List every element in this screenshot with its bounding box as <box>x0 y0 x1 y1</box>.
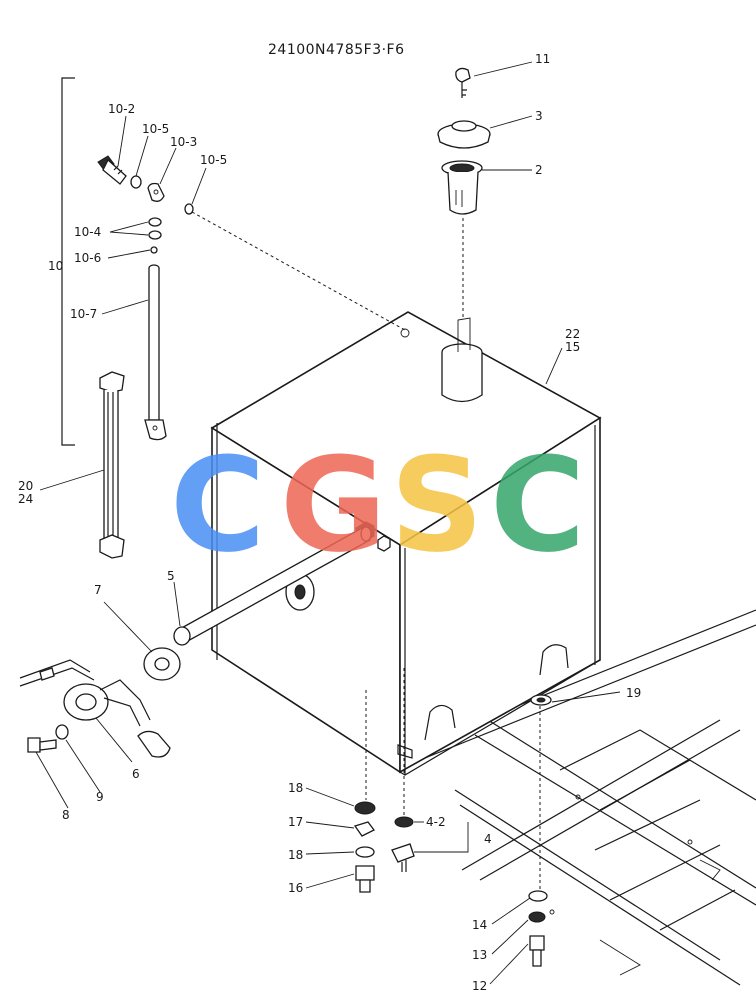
cgsc-watermark: C G S C <box>170 429 585 581</box>
fuel-sender-assembly <box>19 526 372 758</box>
callout-9: 9 <box>96 790 104 804</box>
callout-18b: 18 <box>288 848 303 862</box>
callout-10-2: 10-2 <box>108 102 135 116</box>
callout-10-5: 10-5 <box>142 122 169 136</box>
key-icon <box>455 67 471 83</box>
callout-14: 14 <box>472 918 487 932</box>
callout-13: 13 <box>472 948 487 962</box>
callout-10-6: 10-6 <box>74 251 101 265</box>
callout-4-2: 4-2 <box>426 815 446 829</box>
callout-19: 19 <box>626 686 641 700</box>
callout-8: 8 <box>62 808 70 822</box>
callout-16: 16 <box>288 881 303 895</box>
callout-10-4: 10-4 <box>74 225 101 239</box>
callout-10-5b: 10-5 <box>200 153 227 167</box>
callout-12: 12 <box>472 979 487 993</box>
watermark-letter: C <box>170 429 265 581</box>
callout-15: 15 <box>565 340 580 354</box>
callout-20: 20 <box>18 479 33 493</box>
sight-gauge <box>99 371 125 559</box>
filler-cap-assembly <box>437 67 491 320</box>
drawing-number: 24100N4785F3·F6 <box>268 42 405 58</box>
callout-6: 6 <box>132 767 140 781</box>
callout-4: 4 <box>484 832 492 846</box>
leader-lines <box>35 61 621 985</box>
callout-10-7: 10-7 <box>70 307 97 321</box>
callout-10-3: 10-3 <box>170 135 197 149</box>
machine-frame <box>419 609 756 986</box>
callout-17: 17 <box>288 815 303 829</box>
callout-24: 24 <box>18 492 33 506</box>
callout-3: 3 <box>535 109 543 123</box>
watermark-letter: S <box>390 429 484 581</box>
mounting-hardware <box>353 668 552 967</box>
fuel-tank <box>210 311 602 776</box>
callout-11: 11 <box>535 52 550 66</box>
gauge-tube-assembly <box>61 77 410 446</box>
callout-22: 22 <box>565 327 580 341</box>
callout-7: 7 <box>94 583 102 597</box>
callout-10: 10 <box>48 259 63 273</box>
callout-labels: 11 3 2 22 15 10-2 10-5 10-3 10-5 10-4 10… <box>18 52 641 993</box>
watermark-letter: G <box>280 429 387 581</box>
callout-5: 5 <box>167 569 175 583</box>
watermark-letter: C <box>490 429 585 581</box>
callout-18: 18 <box>288 781 303 795</box>
callout-2: 2 <box>535 163 543 177</box>
